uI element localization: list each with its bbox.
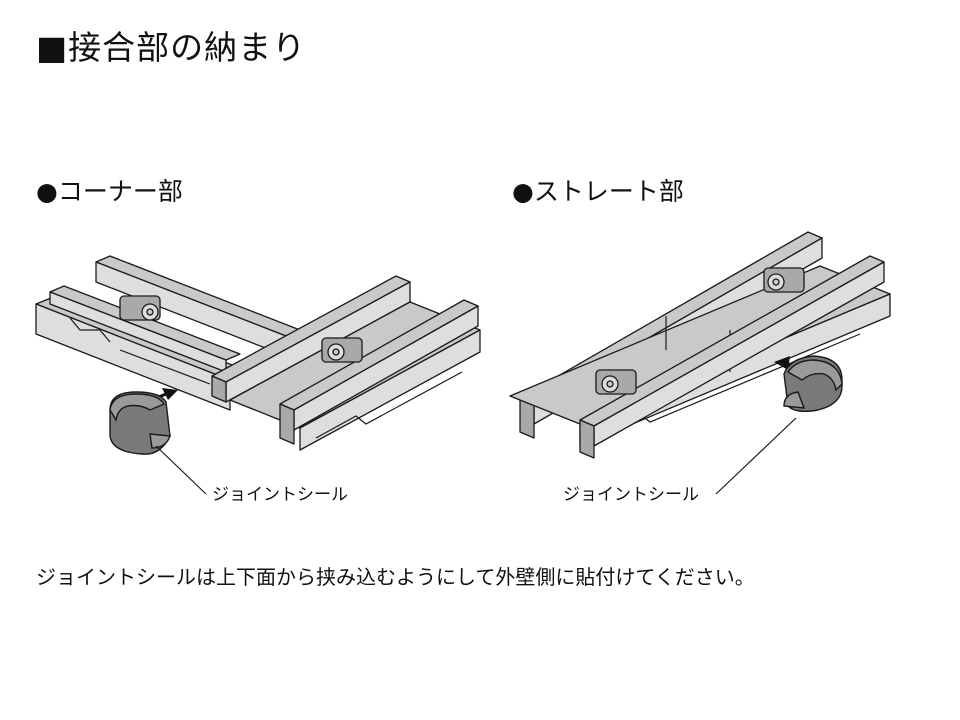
corner-assembly	[35, 255, 481, 495]
corner-rail-front	[279, 299, 479, 445]
installation-instruction: ジョイントシールは上下面から挟み込むようにして外壁側に貼付けてください。	[36, 565, 755, 589]
straight-rail-front	[579, 255, 885, 459]
corner-section-label: ●コーナー部	[36, 177, 183, 206]
corner-rail-right-back	[211, 275, 411, 403]
straight-section-label: ●ストレート部	[512, 177, 684, 206]
page-title: ■接合部の納まり	[36, 28, 307, 67]
corner-base-left	[35, 285, 251, 411]
corner-leader-line	[155, 445, 207, 495]
straight-roller-back	[763, 267, 805, 293]
corner-roller-left	[119, 295, 161, 321]
straight-seal-callout: ジョイントシール	[563, 485, 699, 505]
straight-joint-seal-icon	[783, 355, 843, 413]
straight-assembly	[509, 231, 891, 495]
straight-leader-line	[715, 417, 797, 495]
corner-seal-callout: ジョイントシール	[212, 485, 348, 505]
corner-joint-seal-icon	[109, 391, 171, 455]
corner-roller-right	[321, 337, 363, 363]
straight-roller-front	[595, 369, 637, 395]
